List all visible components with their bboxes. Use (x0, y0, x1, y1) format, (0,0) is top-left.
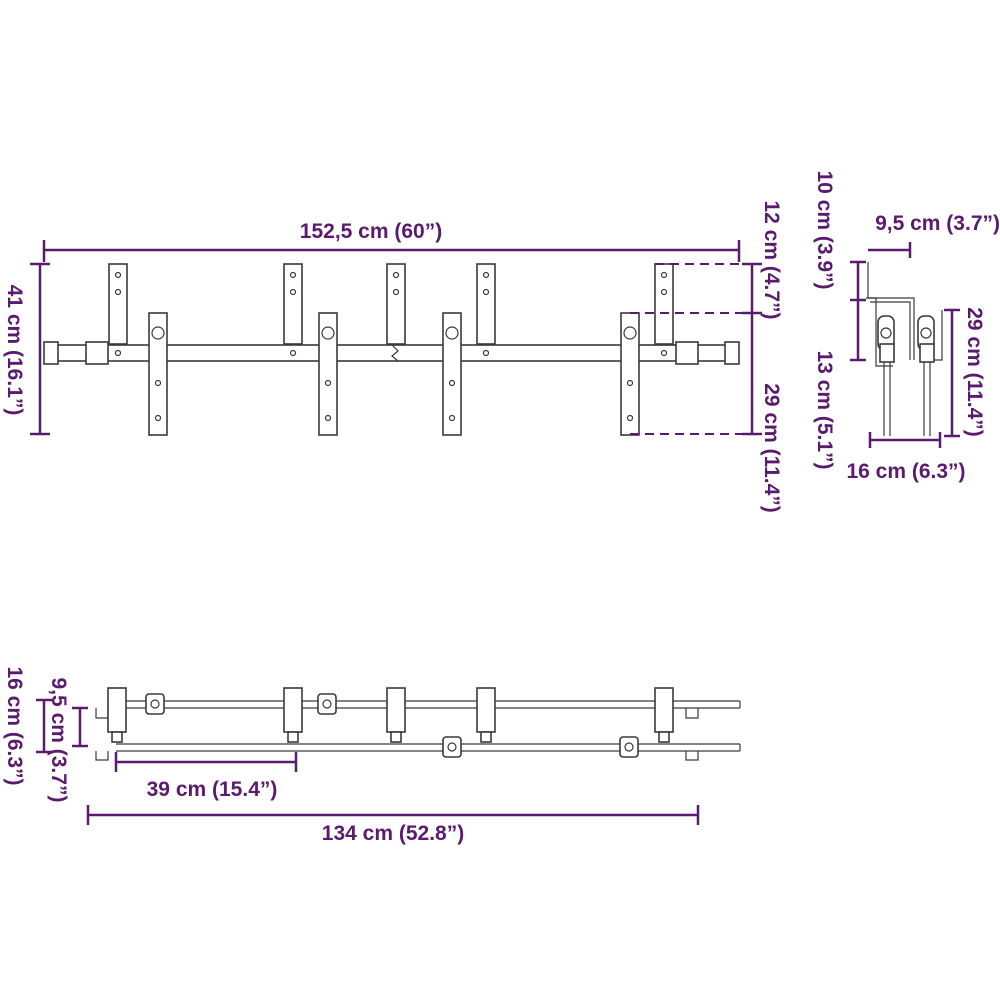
front-lower-label: 29 cm (11.4”) (760, 383, 783, 513)
side-view: 10 cm (3.9”) 9,5 cm (3.7”) 13 cm (5.1”) … (813, 170, 1000, 483)
side-middle-label: 13 cm (5.1”) (813, 350, 836, 469)
side-height-label: 29 cm (11.4”) (963, 307, 986, 437)
front-view: 152,5 cm (60”) 41 cm (16.1”) 12 cm (4.7”… (3, 200, 783, 512)
front-upper-label: 12 cm (4.7”) (760, 200, 783, 319)
side-dimension-lines (850, 242, 960, 448)
side-top-label: 10 cm (3.9”) (813, 170, 836, 289)
front-dimension-lines (30, 240, 762, 436)
top-dimension-lines (36, 698, 700, 825)
track-rail (43, 341, 740, 365)
side-base-label: 16 cm (6.3”) (846, 460, 965, 483)
top-outer-label: 16 cm (6.3”) (3, 666, 26, 785)
front-height-label: 41 cm (16.1”) (3, 285, 26, 416)
side-width-label: 9,5 cm (3.7”) (875, 212, 1000, 235)
front-length-label: 152,5 cm (60”) (300, 220, 442, 243)
top-hangers (107, 687, 674, 743)
side-profile (866, 262, 943, 436)
top-rollers (145, 693, 639, 758)
top-view: 16 cm (6.3”) 9,5 cm (3.7”) 39 cm (15.4”)… (3, 666, 741, 845)
top-length-label: 134 cm (52.8”) (322, 822, 464, 845)
hanger-straps (108, 263, 674, 345)
top-rails (95, 700, 741, 761)
top-inner-label: 9,5 cm (3.7”) (47, 678, 70, 803)
top-spacing-label: 39 cm (15.4”) (147, 778, 278, 801)
roller-straps (148, 312, 640, 436)
